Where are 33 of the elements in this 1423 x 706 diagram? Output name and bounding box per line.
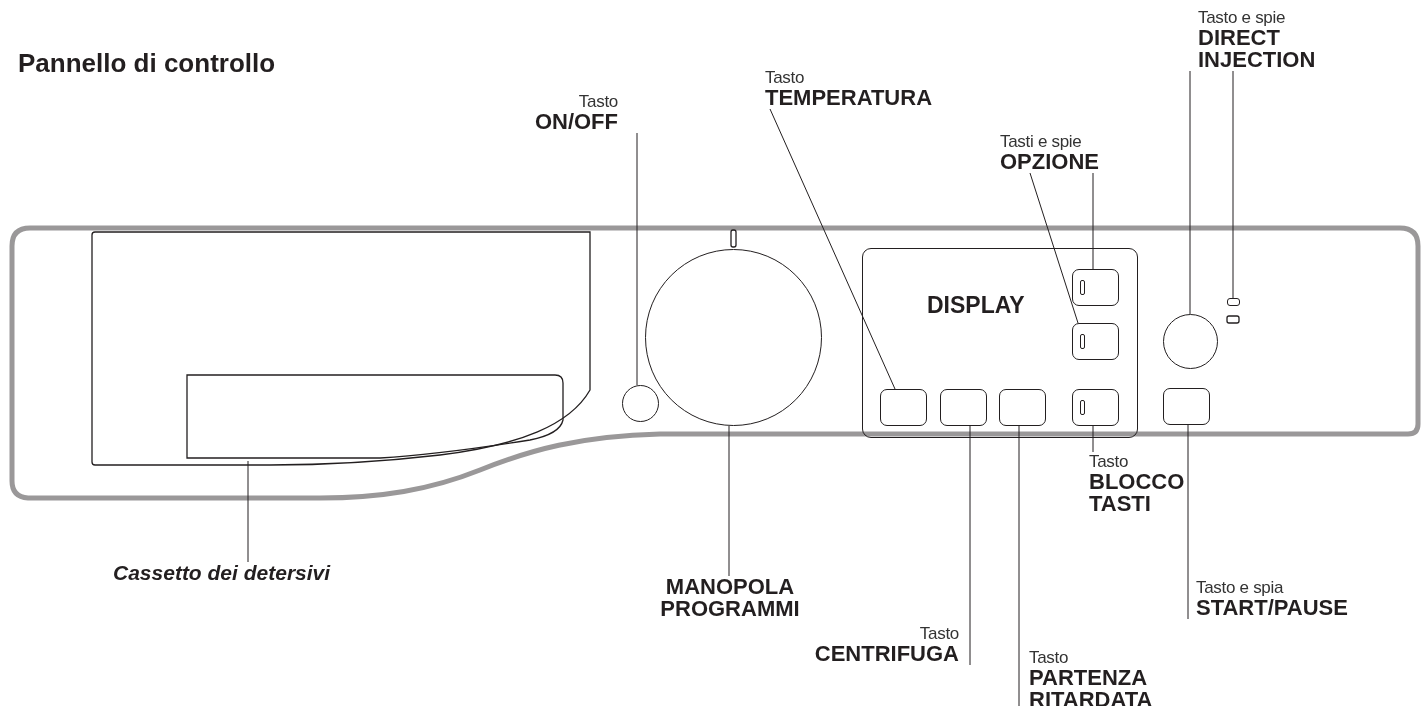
callout-label: Tasto TEMPERATURA [765,68,935,109]
drawer-handle [186,374,564,461]
callout-label: MANOPOLA PROGRAMMI [650,576,810,620]
callout-label: Tasto BLOCCO TASTI [1089,452,1199,515]
leader-line [247,460,249,563]
callout-label: Tasto CENTRIFUGA [790,624,971,665]
control-button [940,389,987,426]
leader-line [1018,425,1020,706]
leader-line [1232,70,1234,299]
leader-line [1092,172,1094,270]
display-panel [862,248,1138,438]
leader-line [1029,172,1079,324]
display-label: DISPLAY [927,294,1025,316]
callout-label: Cassetto dei detersivi [113,562,373,584]
leader-line [769,108,896,390]
leader-line [969,425,971,666]
indicator-light [1227,298,1240,306]
leader-line [728,425,730,577]
leader-line [636,132,638,386]
control-button [1072,323,1119,360]
leader-line [1189,70,1191,315]
control-button [999,389,1046,426]
title: Pannello di controllo [18,48,276,79]
control-button [880,389,927,426]
control-button [1072,269,1119,306]
callout-label: Tasto e spia START/PAUSE [1188,578,1398,619]
control-button [1072,389,1119,426]
callout-label: Tasti e spie OPZIONE [1000,132,1130,173]
callout-label: Tasto e spie DIRECT INJECTION [1198,8,1338,71]
callout-label: Tasto ON/OFF [500,92,618,133]
leader-line [1187,424,1189,620]
control-button [1163,388,1210,425]
leader-line [1092,425,1094,453]
